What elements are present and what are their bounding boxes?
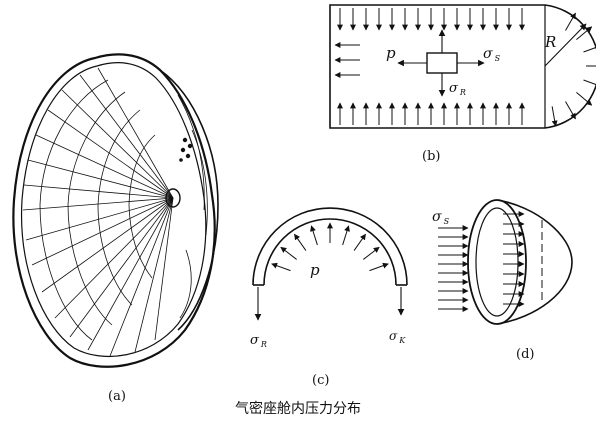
panel-b-label: (b) [422,149,440,164]
shell-back-dome [159,69,219,331]
pressure-arrow-inward [353,233,366,251]
panel-c-pressure-arrows [271,222,389,272]
panel-a-shell [12,53,219,368]
panel-c-p-label: p [310,261,320,279]
radial-stringer [31,197,174,266]
end-cap-ring-inner [475,207,519,317]
radial-stringer [79,74,174,199]
end-cap-dome [496,199,573,325]
panel-d-end-cap [467,199,573,325]
radial-stringer [69,197,174,338]
radial-stringer [54,197,174,319]
pressure-arrow-inward [310,225,318,246]
section-outline [329,4,596,129]
pressure-arrow-radial [583,79,596,86]
radial-stringer [109,197,174,357]
panel-b-pressure-arrows [334,8,596,127]
pressure-arrow-radial [576,91,593,106]
pressure-arrow-radial [583,46,596,53]
radial-stringer [154,197,174,341]
end-cap-ring-outer [467,199,527,325]
radial-stringer [35,134,174,199]
rivet-cluster [179,137,193,162]
panel-c-hoop-stress-arrows [254,287,405,321]
pressure-arrow-inward [363,246,380,260]
radial-stringer [27,159,174,199]
shell-radial-stringers [22,67,174,357]
radial-stringer [22,197,174,211]
panel-b-radius-label: R [544,33,556,51]
radial-stringer [61,89,174,199]
shell-center-hub [165,188,181,208]
panel-b-p-label: p [386,44,396,62]
radius-line [544,23,587,67]
pressure-arrow-inward [369,262,389,272]
radial-stringer [25,197,174,241]
panel-c-half-ring [252,207,408,286]
half-ring-outer [252,207,408,286]
radial-stringer [41,197,174,293]
pressure-arrow-inward [294,233,307,251]
pressure-arrow-radial [576,26,593,41]
panel-d-stress-arrows [438,211,543,312]
shell-outer-rim [12,53,216,368]
panel-c-label: (c) [312,373,329,388]
figure-caption: 气密座舱内压力分布 [235,400,361,417]
pressure-arrow-inward [342,225,350,246]
radial-stringer [87,197,174,351]
pressure-arrow-radial [565,101,576,120]
half-ring-inner [263,218,397,286]
shell-inner-rim [20,62,207,358]
stress-element [426,52,458,74]
radial-stringer [47,109,174,199]
panel-b-section [329,4,596,129]
panel-d-label: (d) [516,347,534,362]
radial-stringer [97,67,174,199]
radial-stringer [23,184,174,199]
stress-element-arrows [397,29,485,97]
pressure-arrow-radial [551,106,558,127]
pressure-arrow-radial [565,12,576,31]
panel-a-label: (a) [108,389,126,404]
pressure-arrow-inward [271,262,291,272]
pressure-arrow-inward [280,246,297,260]
radial-stringer [134,197,174,353]
